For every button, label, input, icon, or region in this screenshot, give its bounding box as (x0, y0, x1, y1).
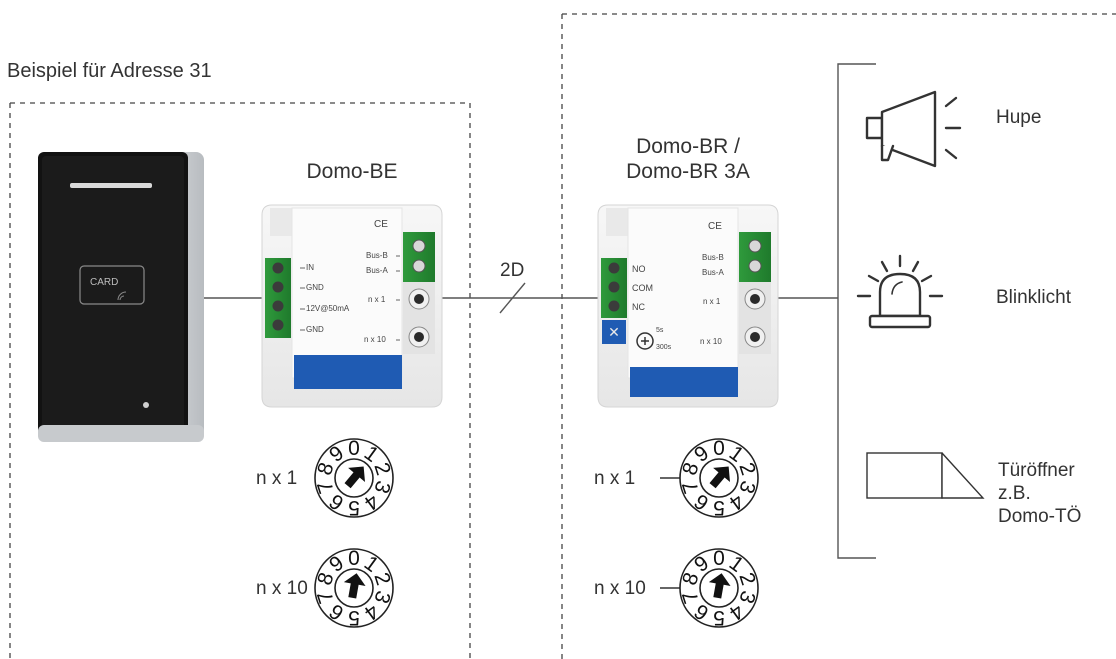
card-label: CARD (90, 277, 119, 288)
domo-be-title: Domo-BE (306, 160, 398, 183)
domo-be-terminal-12v: 12V@50mA (306, 304, 350, 313)
domo-br-label-bus-b: Bus-B (702, 253, 724, 262)
domo-br-label-bus-a: Bus-A (702, 268, 724, 277)
dial-pointer (708, 573, 731, 599)
beacon-icon (856, 254, 944, 329)
dial-digit: 5 (713, 606, 725, 629)
dial-pointer (344, 466, 365, 489)
horn-icon (865, 90, 962, 168)
domo-br-timer-min: 5s (656, 327, 664, 334)
door-opener-label-line2: z.B. (998, 483, 1031, 504)
domo-br-terminal-no: NO (632, 264, 646, 274)
domo-br-ce-mark: CE (708, 221, 722, 232)
svg-text:✕: ✕ (608, 324, 620, 340)
beacon-label: Blinklicht (996, 287, 1071, 308)
domo-be-label-bus-b: Bus-B (366, 251, 388, 260)
right-dial-ones-label: n x 1 (594, 468, 636, 489)
left-dashed-frame (9, 102, 471, 659)
domo-br-label-nx10: n x 10 (700, 337, 722, 346)
dial-pointer (343, 573, 366, 599)
domo-br-label-nx1: n x 1 (703, 297, 721, 306)
bus-label: 2D (500, 260, 525, 281)
dial-digit: 0 (713, 437, 725, 460)
card-reader-icon (38, 152, 204, 442)
right-dashed-frame (561, 13, 1116, 659)
domo-be-label-bus-a: Bus-A (366, 266, 388, 275)
dial-digit: 5 (348, 496, 360, 519)
door-opener-label-line3: Domo-TÖ (998, 506, 1082, 527)
right-dial-tens-label: n x 10 (594, 578, 646, 599)
domo-br-terminal-nc: NC (632, 302, 645, 312)
dial-digit: 0 (713, 547, 725, 570)
domo-be-terminal-in: IN (306, 263, 314, 272)
dial-pointer (709, 466, 730, 489)
domo-be-terminal-gnd-1: GND (306, 283, 324, 292)
door-opener-label-line1: Türöffner (998, 460, 1075, 481)
domo-be-label-nx1: n x 1 (368, 295, 386, 304)
dial-digit: 0 (348, 437, 360, 460)
dial-digit: 5 (713, 496, 725, 519)
left-dial-tens-label: n x 10 (256, 578, 308, 599)
wires (200, 63, 876, 559)
horn-label: Hupe (996, 107, 1042, 128)
domo-br-timer-max: 300s (656, 344, 672, 351)
domo-br-title-line1: Domo-BR / (636, 135, 740, 158)
dial-digit: 0 (348, 547, 360, 570)
domo-br-title-line2: Domo-BR 3A (626, 160, 750, 183)
example-title: Beispiel für Adresse 31 (7, 60, 212, 82)
dial-digit: 5 (348, 606, 360, 629)
left-dial-ones-label: n x 1 (256, 468, 298, 489)
door-opener-icon (866, 452, 985, 499)
domo-br-terminal-com: COM (632, 283, 653, 293)
domo-be-terminal-gnd-2: GND (306, 325, 324, 334)
domo-be-ce-mark: CE (374, 219, 388, 230)
domo-be-module (261, 204, 443, 408)
domo-be-label-nx10: n x 10 (364, 335, 386, 344)
domo-br-module: ✕ (597, 204, 779, 408)
